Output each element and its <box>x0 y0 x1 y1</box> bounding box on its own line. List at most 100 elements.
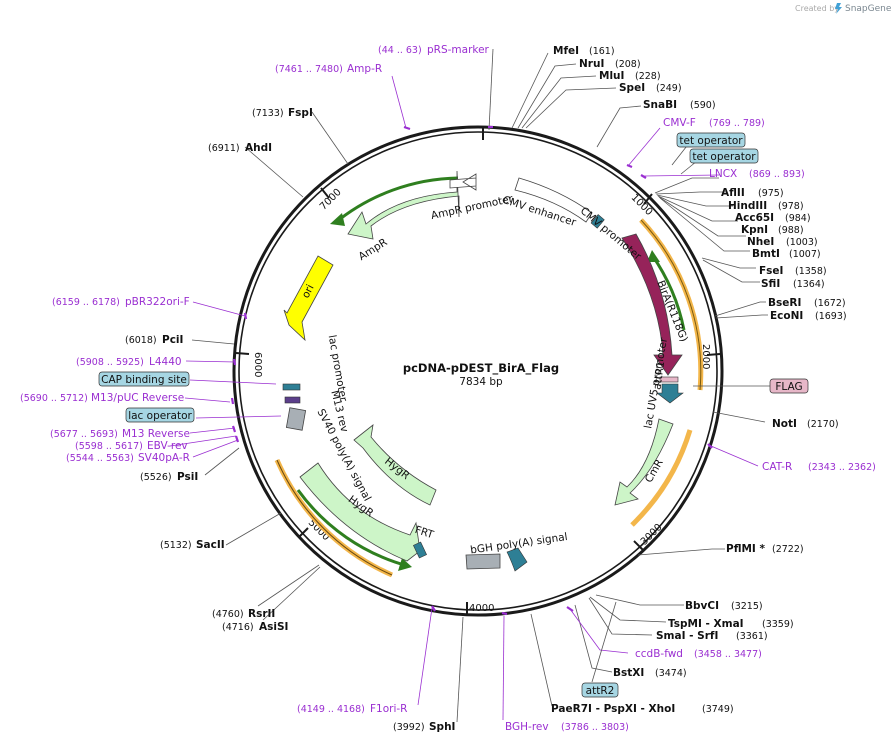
svg-text:M13 Reverse: M13 Reverse <box>122 428 190 440</box>
svg-text:(5132): (5132) <box>160 540 192 551</box>
feature-cmv-enhancer <box>514 177 593 223</box>
svg-text:PsiI: PsiI <box>177 471 198 483</box>
orf-arc-hygr <box>274 459 393 578</box>
svg-text:(1358): (1358) <box>795 266 827 277</box>
svg-text:RsrII: RsrII <box>248 608 275 620</box>
svg-text:(2170): (2170) <box>807 419 839 430</box>
plasmid-name: pcDNA-pDEST_BirA_Flag <box>403 361 559 376</box>
svg-text:EBV-rev: EBV-rev <box>147 440 188 452</box>
svg-text:PaeR7I - PspXI - XhoI: PaeR7I - PspXI - XhoI <box>551 703 675 715</box>
feature-lac-promoter-box <box>282 383 301 391</box>
enzyme-mlui: MluI (228) <box>599 70 661 82</box>
svg-text:(590): (590) <box>690 100 716 111</box>
svg-text:CAT-R: CAT-R <box>762 461 792 473</box>
svg-text:FspI: FspI <box>288 107 313 119</box>
primer-sv40pa-r: (5544 .. 5563) SV40pA-R <box>66 452 190 464</box>
svg-text:NotI: NotI <box>772 418 797 430</box>
svg-text:(1003): (1003) <box>786 237 818 248</box>
svg-text:CMV-F: CMV-F <box>663 117 696 129</box>
svg-text:SacII: SacII <box>196 539 225 551</box>
svg-text:(6159 .. 6178): (6159 .. 6178) <box>52 297 120 308</box>
label-ampr: AmpR <box>357 236 390 263</box>
svg-text:(5598 .. 5617): (5598 .. 5617) <box>75 441 143 452</box>
enzyme-paer7i-pspxi-xhoi: PaeR7I - PspXI - XhoI (3749) <box>551 703 734 715</box>
enzyme-spei: SpeI (249) <box>619 82 682 94</box>
svg-text:pBR322ori-F: pBR322ori-F <box>125 296 190 308</box>
enzyme-pflmi: PflMI * (2722) <box>726 543 804 555</box>
primer-pbr322ori-f: (6159 .. 6178) pBR322ori-F <box>52 296 190 308</box>
feature-sv40-polya <box>285 407 307 431</box>
label-cmv-promoter: CMV promoter <box>578 205 644 263</box>
svg-text:(161): (161) <box>589 46 615 57</box>
leader-lines <box>191 48 768 723</box>
svg-text:(975): (975) <box>758 188 784 199</box>
svg-text:(1364): (1364) <box>793 279 825 290</box>
primer-ebv-rev: (5598 .. 5617) EBV-rev <box>75 440 188 452</box>
feature-ori <box>283 255 334 342</box>
primer-amp-r: (7461 .. 7480) Amp-R <box>275 63 382 75</box>
enzyme-econi: EcoNI (1693) <box>770 310 847 322</box>
svg-text:(3359): (3359) <box>762 619 794 630</box>
feature-attr1 <box>656 383 684 404</box>
svg-text:(3361): (3361) <box>736 631 768 642</box>
svg-text:BbvCI: BbvCI <box>685 600 719 612</box>
enzyme-snabi: SnaBI (590) <box>643 99 716 111</box>
svg-text:(988): (988) <box>778 225 804 236</box>
svg-text:(7461 .. 7480): (7461 .. 7480) <box>275 64 343 75</box>
primer-leader-lines <box>169 75 759 721</box>
primer-ccdb-fwd: ccdB-fwd (3458 .. 3477) <box>635 648 762 660</box>
bira-arc-head <box>647 250 660 262</box>
feature-hygr-outer <box>299 462 421 562</box>
enzyme-sfii: SfiI (1364) <box>761 278 825 290</box>
plasmid-size: 7834 bp <box>459 376 503 388</box>
svg-text:BstXI: BstXI <box>613 667 644 679</box>
svg-text:(1672): (1672) <box>814 298 846 309</box>
primer-l4440: (5908 .. 5925) L4440 <box>76 356 182 368</box>
svg-text:BseRI: BseRI <box>768 297 801 309</box>
enzyme-sphi: (3992) SphI <box>393 721 455 733</box>
box-flag: FLAG <box>769 378 809 394</box>
svg-text:(2343 .. 2362): (2343 .. 2362) <box>808 462 876 473</box>
svg-text:(7133): (7133) <box>252 108 284 119</box>
svg-text:(3458 .. 3477): (3458 .. 3477) <box>694 649 762 660</box>
svg-text:MfeI: MfeI <box>553 45 579 57</box>
svg-text:(1693): (1693) <box>815 311 847 322</box>
svg-text:FseI: FseI <box>759 265 783 277</box>
svg-text:SpeI: SpeI <box>619 82 645 94</box>
enzyme-bbvci: BbvCI (3215) <box>685 600 763 612</box>
svg-text:lac operator: lac operator <box>128 410 192 422</box>
svg-text:(4760): (4760) <box>212 609 244 620</box>
svg-text:(4149 .. 4168): (4149 .. 4168) <box>297 704 365 715</box>
svg-text:(4716): (4716) <box>222 622 254 633</box>
primer-m13-reverse: (5677 .. 5693) M13 Reverse <box>50 428 190 440</box>
svg-text:Acc65I: Acc65I <box>735 212 774 224</box>
enzyme-bstxi: BstXI (3474) <box>613 667 687 679</box>
svg-text:BGH-rev: BGH-rev <box>505 721 549 733</box>
enzyme-pcii: (6018) PciI <box>125 334 183 346</box>
primer-prs-marker: (44 .. 63) pRS-marker <box>378 44 490 56</box>
svg-text:(2722): (2722) <box>772 544 804 555</box>
enzyme-acc65i: Acc65I (984) <box>735 212 811 224</box>
box-lac-operator: lac operator <box>125 407 195 423</box>
svg-text:(5690 .. 5712): (5690 .. 5712) <box>20 393 88 404</box>
svg-text:CAP binding site: CAP binding site <box>101 374 187 386</box>
enzyme-ahdi: (6911) AhdI <box>208 142 272 154</box>
feature-cmr <box>614 418 674 506</box>
orf-arc-hygr-line <box>276 459 393 576</box>
backbone-inner <box>238 131 718 611</box>
svg-text:(978): (978) <box>778 201 804 212</box>
primer-marks <box>230 125 713 616</box>
svg-text:(1007): (1007) <box>789 249 821 260</box>
enzyme-fspi: (7133) FspI <box>252 107 313 119</box>
enzyme-bseri: BseRI (1672) <box>768 297 846 309</box>
feature-ampr-promoter <box>449 173 477 191</box>
orf-arc-hygr-green <box>296 489 409 568</box>
enzyme-rsrii: (4760) RsrII <box>212 608 275 620</box>
svg-text:SV40pA-R: SV40pA-R <box>138 452 190 464</box>
tick-label-2000: 2000 <box>700 344 711 369</box>
svg-text:AflII: AflII <box>721 187 745 199</box>
svg-text:tet operator: tet operator <box>679 135 743 147</box>
svg-text:PciI: PciI <box>162 334 183 346</box>
feature-cmv-promoter-box <box>590 214 605 229</box>
svg-text:HindIII: HindIII <box>728 200 767 212</box>
